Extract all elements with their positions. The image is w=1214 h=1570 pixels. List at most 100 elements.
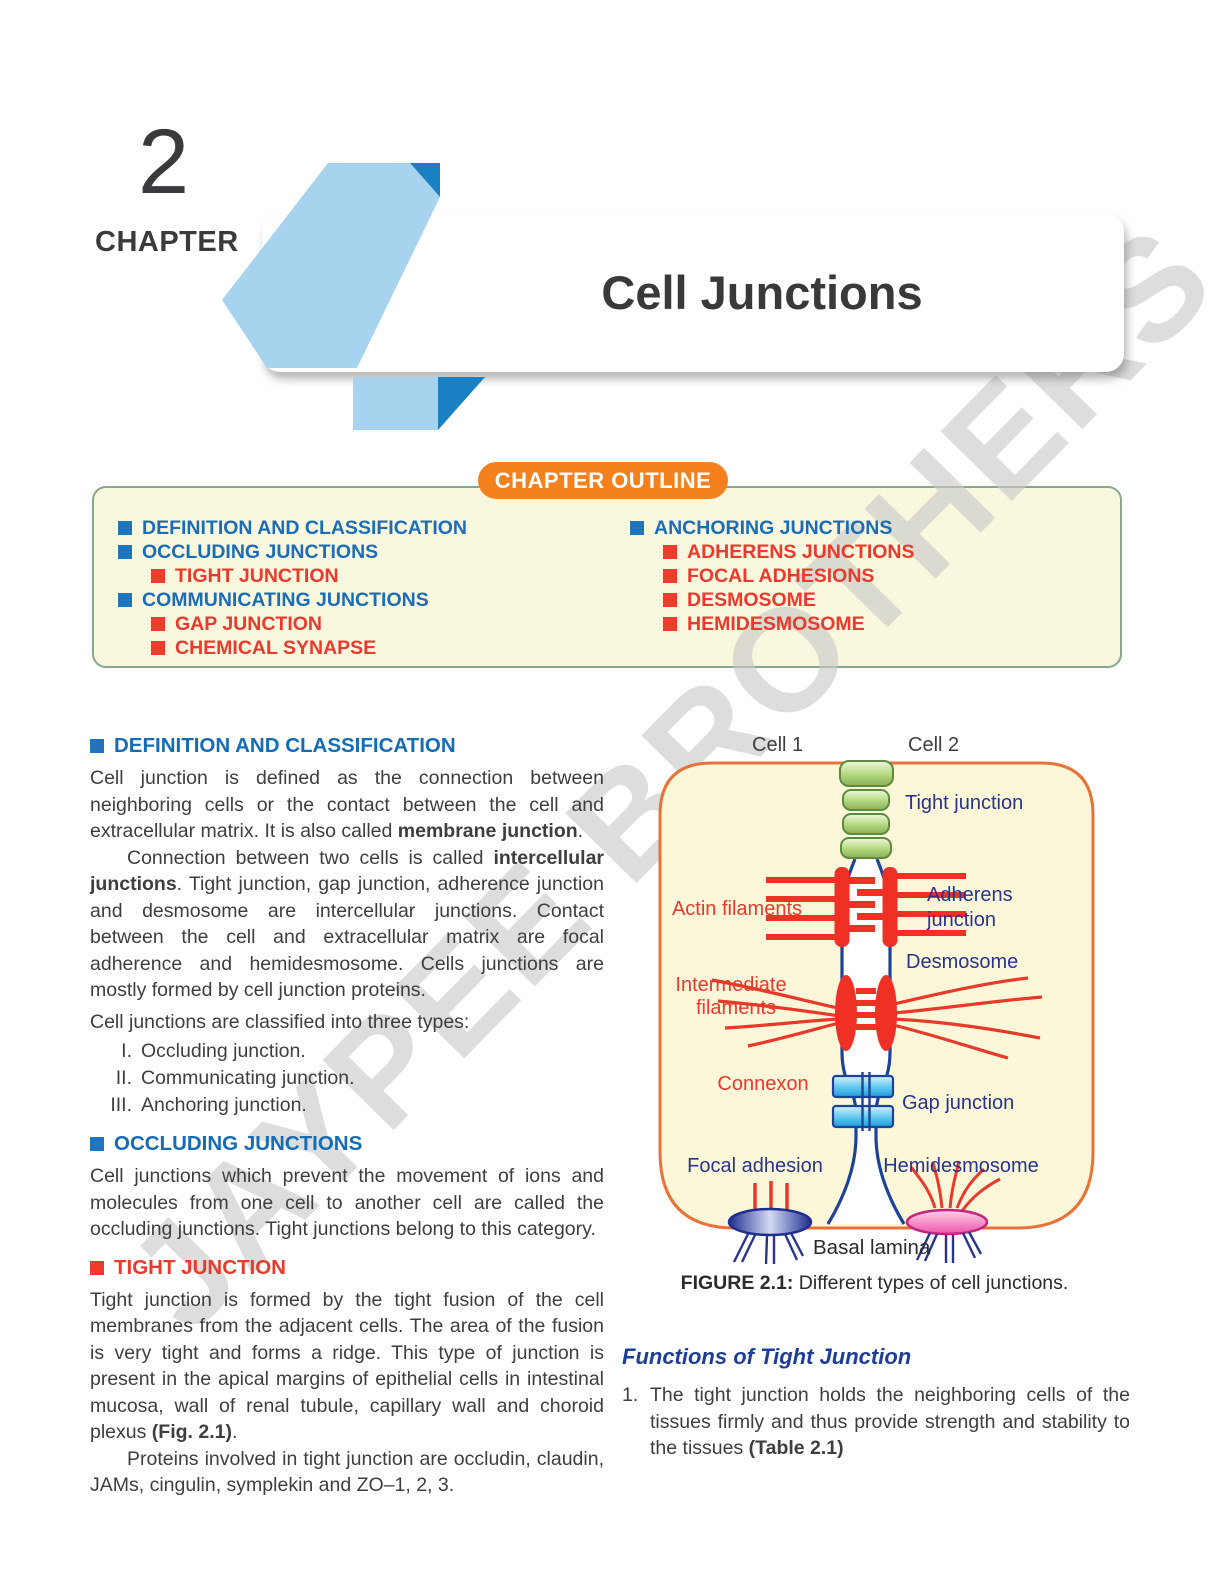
- outline-item-label: DEFINITION AND CLASSIFICATION: [142, 516, 467, 539]
- list-text: Communicating junction.: [141, 1067, 355, 1089]
- square-bullet-icon: [151, 569, 165, 583]
- outline-item: GAP JUNCTION: [151, 612, 467, 636]
- list-number: I.: [121, 1040, 132, 1062]
- outline-item: ANCHORING JUNCTIONS: [630, 516, 915, 540]
- paragraph-bold: intercellular junctions: [90, 846, 604, 896]
- square-bullet-icon: [118, 593, 132, 607]
- hemidesmosome: [905, 1160, 1001, 1263]
- square-bullet-icon: [90, 739, 104, 753]
- paragraph-text: The tight junction holds the neighboring…: [650, 1384, 1130, 1459]
- figure-caption: FIGURE 2.1: Different types of cell junc…: [622, 1272, 1127, 1295]
- square-bullet-icon: [118, 521, 132, 535]
- outline-item-label: ANCHORING JUNCTIONS: [654, 516, 893, 539]
- list-number: III.: [110, 1094, 132, 1116]
- outline-column-right: ANCHORING JUNCTIONS ADHERENS JUNCTIONS F…: [630, 516, 915, 636]
- chapter-outline-badge: CHAPTER OUTLINE: [478, 462, 728, 499]
- figure-cell-junctions-diagram: Tight junction Actin filaments Adherens …: [658, 760, 1095, 1265]
- intermediate-filaments: [711, 976, 1043, 1060]
- gap-junction-label: Gap junction: [902, 1092, 1014, 1114]
- list-number: II.: [115, 1067, 132, 1089]
- paragraph-bold: membrane junction: [397, 820, 578, 842]
- intermediate-filaments-label-line1: Intermediate: [675, 974, 786, 996]
- paragraph-text: Cell junction is defined as the connecti…: [90, 767, 604, 842]
- paragraph-bold: (Fig. 2.1): [151, 1421, 232, 1443]
- outline-item: ADHERENS JUNCTIONS: [663, 540, 915, 564]
- outline-item-label: TIGHT JUNCTION: [175, 564, 339, 587]
- outline-item-label: ADHERENS JUNCTIONS: [687, 540, 915, 563]
- outline-item-label: CHEMICAL SYNAPSE: [175, 636, 377, 659]
- list-item: 1. The tight junction holds the neighbor…: [622, 1382, 1130, 1462]
- square-bullet-icon: [90, 1137, 104, 1151]
- paragraph: Cell junctions which prevent the movemen…: [90, 1163, 604, 1243]
- adherens-junction: [834, 867, 898, 947]
- intermediate-filaments-label-line2: filaments: [696, 997, 776, 1019]
- paragraph: Cell junctions are classified into three…: [90, 1009, 604, 1036]
- section-heading-tight-junction: TIGHT JUNCTION: [90, 1256, 604, 1280]
- outline-item-label: GAP JUNCTION: [175, 612, 322, 635]
- chapter-label: CHAPTER: [95, 226, 239, 258]
- outline-item: DEFINITION AND CLASSIFICATION: [118, 516, 467, 540]
- paragraph-text: . Tight junction, gap junction, adherenc…: [90, 873, 604, 1001]
- square-bullet-icon: [663, 569, 677, 583]
- square-bullet-icon: [663, 545, 677, 559]
- square-bullet-icon: [151, 617, 165, 631]
- paragraph: Proteins involved in tight junction are …: [90, 1446, 604, 1499]
- square-bullet-icon: [630, 521, 644, 535]
- paragraph-text: Proteins involved in tight junction are …: [90, 1447, 604, 1497]
- outline-item-label: DESMOSOME: [687, 588, 816, 611]
- list-item: III.Anchoring junction.: [100, 1092, 604, 1119]
- ribbon-band-lower: [353, 377, 438, 430]
- square-bullet-icon: [90, 1260, 104, 1275]
- list-number: 1.: [622, 1384, 639, 1406]
- square-bullet-icon: [118, 545, 132, 559]
- square-bullet-icon: [151, 641, 165, 655]
- functions-list: 1. The tight junction holds the neighbor…: [622, 1382, 1130, 1462]
- focal-adhesion: [727, 1181, 813, 1265]
- connexon-label: Connexon: [717, 1073, 808, 1095]
- paragraph: Connection between two cells is called i…: [90, 845, 604, 1004]
- ribbon-fold-top: [410, 163, 440, 197]
- paragraph-text: .: [577, 820, 584, 842]
- intercellular-space: [828, 859, 904, 1224]
- chapter-number: 2: [138, 111, 190, 213]
- outline-item-label: OCCLUDING JUNCTIONS: [142, 540, 379, 563]
- outline-item: TIGHT JUNCTION: [151, 564, 467, 588]
- outline-item: DESMOSOME: [663, 588, 915, 612]
- ribbon-band: [222, 163, 440, 368]
- section-heading-label: DEFINITION AND CLASSIFICATION: [114, 734, 456, 757]
- gap-junction-connexons: [831, 1072, 895, 1131]
- paragraph-text: Cell junctions which prevent the movemen…: [90, 1165, 604, 1240]
- outline-item-label: COMMUNICATING JUNCTIONS: [142, 588, 429, 611]
- paragraph: Tight junction is formed by the tight fu…: [90, 1287, 604, 1446]
- paragraph-text: .: [231, 1421, 238, 1443]
- desmosome-plaques: [835, 975, 897, 1051]
- ribbon-fold-lower: [438, 377, 485, 430]
- page-title: Cell Junctions: [601, 266, 923, 319]
- section-heading-occluding: OCCLUDING JUNCTIONS: [90, 1132, 604, 1156]
- basal-lamina-label: Basal lamina: [813, 1236, 931, 1259]
- figure-caption-text: Different types of cell junctions.: [793, 1272, 1069, 1294]
- tight-junction-discs: [839, 760, 894, 859]
- paragraph-bold: (Table 2.1): [748, 1437, 844, 1459]
- paragraph-text: Cell junctions are classified into three…: [90, 1010, 470, 1033]
- outline-item: CHEMICAL SYNAPSE: [151, 636, 467, 660]
- outline-item-label: HEMIDESMOSOME: [687, 612, 865, 635]
- adherens-junction-label-line2: junction: [926, 909, 996, 931]
- section-heading-label: TIGHT JUNCTION: [114, 1255, 286, 1279]
- list-item: I. Occluding junction.: [100, 1038, 604, 1065]
- section-heading-label: OCCLUDING JUNCTIONS: [114, 1132, 363, 1155]
- desmosome-label: Desmosome: [906, 951, 1018, 973]
- left-text-column: DEFINITION AND CLASSIFICATION Cell junct…: [90, 734, 604, 1499]
- outline-column-left: DEFINITION AND CLASSIFICATION OCCLUDING …: [118, 516, 467, 660]
- roman-list: I. Occluding junction. II. Communicating j…: [100, 1038, 604, 1119]
- actin-filaments: [766, 873, 966, 940]
- outline-item: COMMUNICATING JUNCTIONS: [118, 588, 467, 612]
- outline-item: HEMIDESMOSOME: [663, 612, 915, 636]
- adherens-junction-label-line1: Adherens: [927, 884, 1013, 906]
- figure-caption-number: FIGURE 2.1:: [680, 1272, 794, 1294]
- actin-filaments-label: Actin filaments: [672, 898, 802, 920]
- figure-cell1-label: Cell 1: [752, 734, 804, 756]
- list-text: Occluding junction.: [141, 1040, 306, 1062]
- paragraph-text: Connection between two cells is called: [127, 846, 494, 869]
